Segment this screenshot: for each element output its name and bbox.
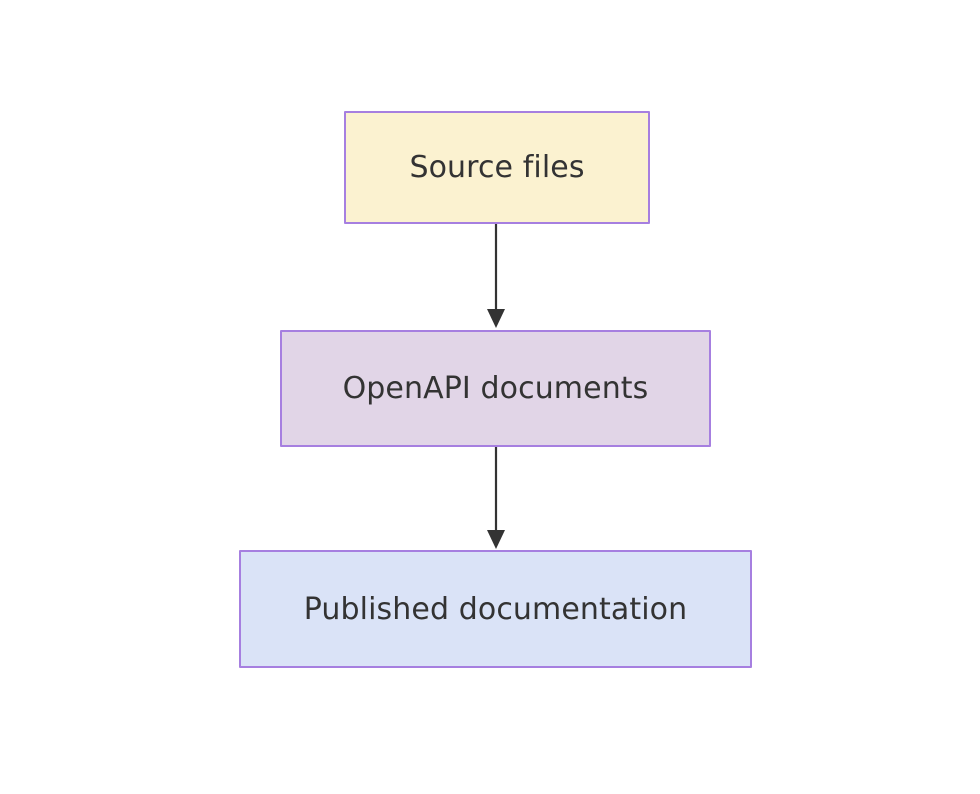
flow-node-label-source-files: Source files	[409, 150, 585, 185]
flow-node-openapi-documents[interactable]: OpenAPI documents	[280, 330, 711, 447]
flow-node-source-files[interactable]: Source files	[344, 111, 650, 224]
flow-node-published-documentation[interactable]: Published documentation	[239, 550, 752, 668]
arrowhead-icon-source-to-openapi	[487, 309, 505, 328]
flow-node-label-openapi-documents: OpenAPI documents	[342, 371, 649, 406]
flow-node-label-published-documentation: Published documentation	[303, 591, 688, 627]
arrowhead-icon-openapi-to-published	[487, 530, 505, 549]
